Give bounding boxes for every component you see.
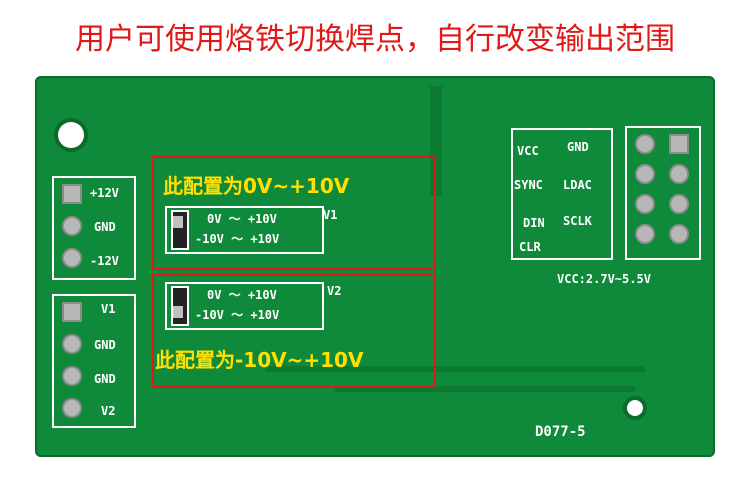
signal-din: DIN xyxy=(523,216,545,230)
vcc-range-label: VCC:2.7V~5.5V xyxy=(557,272,651,286)
output-header-pin xyxy=(62,398,82,418)
power-label-minus12v: -12V xyxy=(90,254,119,268)
config-v2-note: 此配置为-10V~+10V xyxy=(155,348,364,372)
signal-grid xyxy=(511,128,613,260)
caption: 用户可使用烙铁切换焊点，自行改变输出范围 xyxy=(75,22,675,57)
config-v1-box xyxy=(152,156,436,270)
output-header-pin xyxy=(62,366,82,386)
solder-pad xyxy=(173,216,183,228)
pcb-board: +12V GND -12V V1 GND GND V2 此配置为0V~+10V … xyxy=(35,76,715,457)
spi-pin xyxy=(669,224,689,244)
copper-trace xyxy=(265,366,645,372)
config-v2-row1: 0V ～ +10V xyxy=(207,288,277,302)
config-v2-silk xyxy=(165,282,324,330)
signal-gnd: GND xyxy=(567,140,589,154)
spi-pin xyxy=(635,164,655,184)
config-v2-tag: V2 xyxy=(327,284,342,298)
output-label-v2: V2 xyxy=(101,404,116,418)
solder-pad xyxy=(173,306,183,318)
output-label-gnd2: GND xyxy=(94,372,116,386)
output-header-pin-square xyxy=(62,302,82,322)
config-v2-row2: -10V ～ +10V xyxy=(195,308,280,322)
spi-header-outline xyxy=(625,126,701,260)
copper-trace xyxy=(430,86,442,196)
config-v1-note: 此配置为0V~+10V xyxy=(163,174,350,198)
output-header-outline xyxy=(52,294,136,428)
signal-vcc: VCC xyxy=(517,144,539,158)
mounting-hole xyxy=(58,122,84,148)
power-label-gnd: GND xyxy=(94,220,116,234)
spi-pin xyxy=(635,194,655,214)
config-v1-tag: V1 xyxy=(323,208,338,222)
power-header-pin-square xyxy=(62,184,82,204)
config-v1-row1: 0V ～ +10V xyxy=(207,212,277,226)
power-label-plus12v: +12V xyxy=(90,186,119,200)
signal-sclk: SCLK xyxy=(563,214,592,228)
mounting-hole xyxy=(627,400,643,416)
power-header-pin xyxy=(62,248,82,268)
output-header-pin xyxy=(62,334,82,354)
spi-pin-square xyxy=(669,134,689,154)
signal-sync: SYNC xyxy=(514,178,543,192)
power-header-pin xyxy=(62,216,82,236)
config-v2-box xyxy=(152,274,436,388)
copper-trace xyxy=(335,386,635,392)
output-label-v1: V1 xyxy=(101,302,116,316)
signal-ldac: LDAC xyxy=(563,178,592,192)
spi-pin xyxy=(669,194,689,214)
spi-pin xyxy=(669,164,689,184)
spi-pin xyxy=(635,134,655,154)
config-v1-silk xyxy=(165,206,324,254)
output-label-gnd: GND xyxy=(94,338,116,352)
config-v1-row2: -10V ～ +10V xyxy=(195,232,280,246)
spi-pin xyxy=(635,224,655,244)
signal-clr: CLR xyxy=(519,240,541,254)
power-header-outline xyxy=(52,176,136,280)
board-id: D077-5 xyxy=(535,424,586,440)
